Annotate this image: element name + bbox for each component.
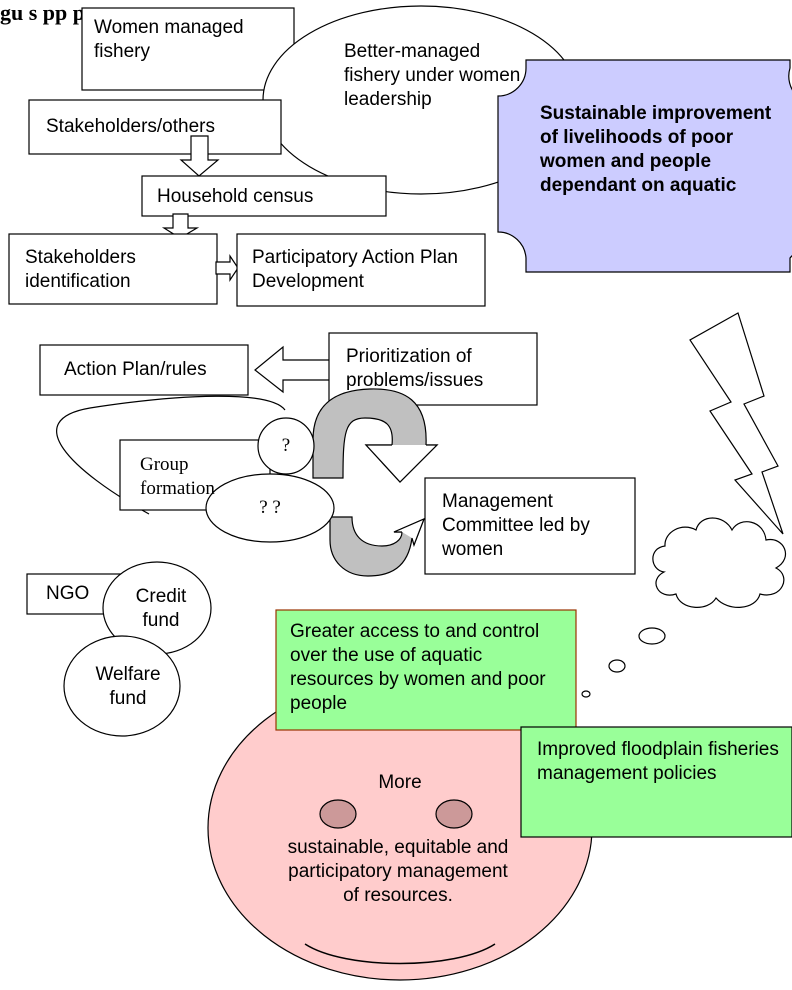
stakeholders-others-box [28, 99, 282, 155]
improved-policies-label: Improved floodplain fisheries management… [537, 739, 779, 784]
double-question-label: ? ? [259, 497, 281, 518]
question-circle [257, 417, 315, 475]
lightning-bolt [689, 312, 784, 535]
prioritization-label: Prioritization of problems/issues [346, 346, 484, 391]
arrow-left [254, 345, 331, 394]
greater-access-box [275, 609, 577, 731]
arrow-right-1 [215, 254, 239, 282]
stakeholders-identification-label: Stakeholders identification [25, 247, 136, 292]
credit-fund-label: Credit fund [135, 586, 187, 631]
action-plan-rules-label: Action Plan/rules [64, 359, 207, 380]
smile-mouth [304, 943, 496, 965]
thought-bubble-3 [581, 690, 591, 698]
group-formation-label: Group formation [140, 454, 215, 499]
stakeholders-others-label: Stakeholders/others [46, 116, 215, 137]
goal-label: Sustainable improvement of livelihoods o… [540, 103, 772, 196]
women-managed-label: Women managed fishery [94, 17, 244, 62]
action-plan-development-label: Participatory Action Plan Development [252, 247, 458, 292]
thought-cloud [652, 517, 787, 608]
face-more-label: More [378, 772, 422, 793]
better-managed-label: Better-managed fishery under women leade… [344, 41, 521, 110]
question-label: ? [281, 435, 291, 456]
household-census-box [141, 175, 387, 217]
ngo-label: NGO [46, 583, 90, 604]
cycle-arrow-lower-head [393, 517, 426, 547]
welfare-fund-label: Welfare fund [95, 664, 161, 709]
right-eye [435, 799, 473, 829]
management-committee-label: Management Committee led by women [442, 491, 590, 560]
women-managed-box [81, 7, 295, 91]
improved-policies-box [520, 726, 792, 838]
figure-header: gu s pp p [0, 0, 85, 25]
management-committee-box [424, 477, 636, 575]
welfare-fund-ellipse [63, 635, 181, 737]
stakeholders-identification-box [8, 233, 218, 305]
cycle-arrow-upper-head [364, 444, 439, 483]
greater-access-label: Greater access to and control over the u… [290, 621, 546, 714]
household-census-label: Household census [157, 186, 314, 207]
arrow-down-1 [179, 135, 220, 177]
action-plan-development-box [236, 233, 486, 307]
arrow-down-2 [161, 213, 200, 239]
double-question-ellipse [205, 473, 335, 543]
left-eye [319, 799, 357, 829]
loop-curve [56, 395, 286, 515]
thought-bubble-2 [608, 659, 626, 673]
face-text-label: sustainable, equitable and participatory… [287, 837, 509, 906]
thought-bubble-1 [638, 627, 666, 645]
action-plan-rules-box [39, 344, 249, 396]
